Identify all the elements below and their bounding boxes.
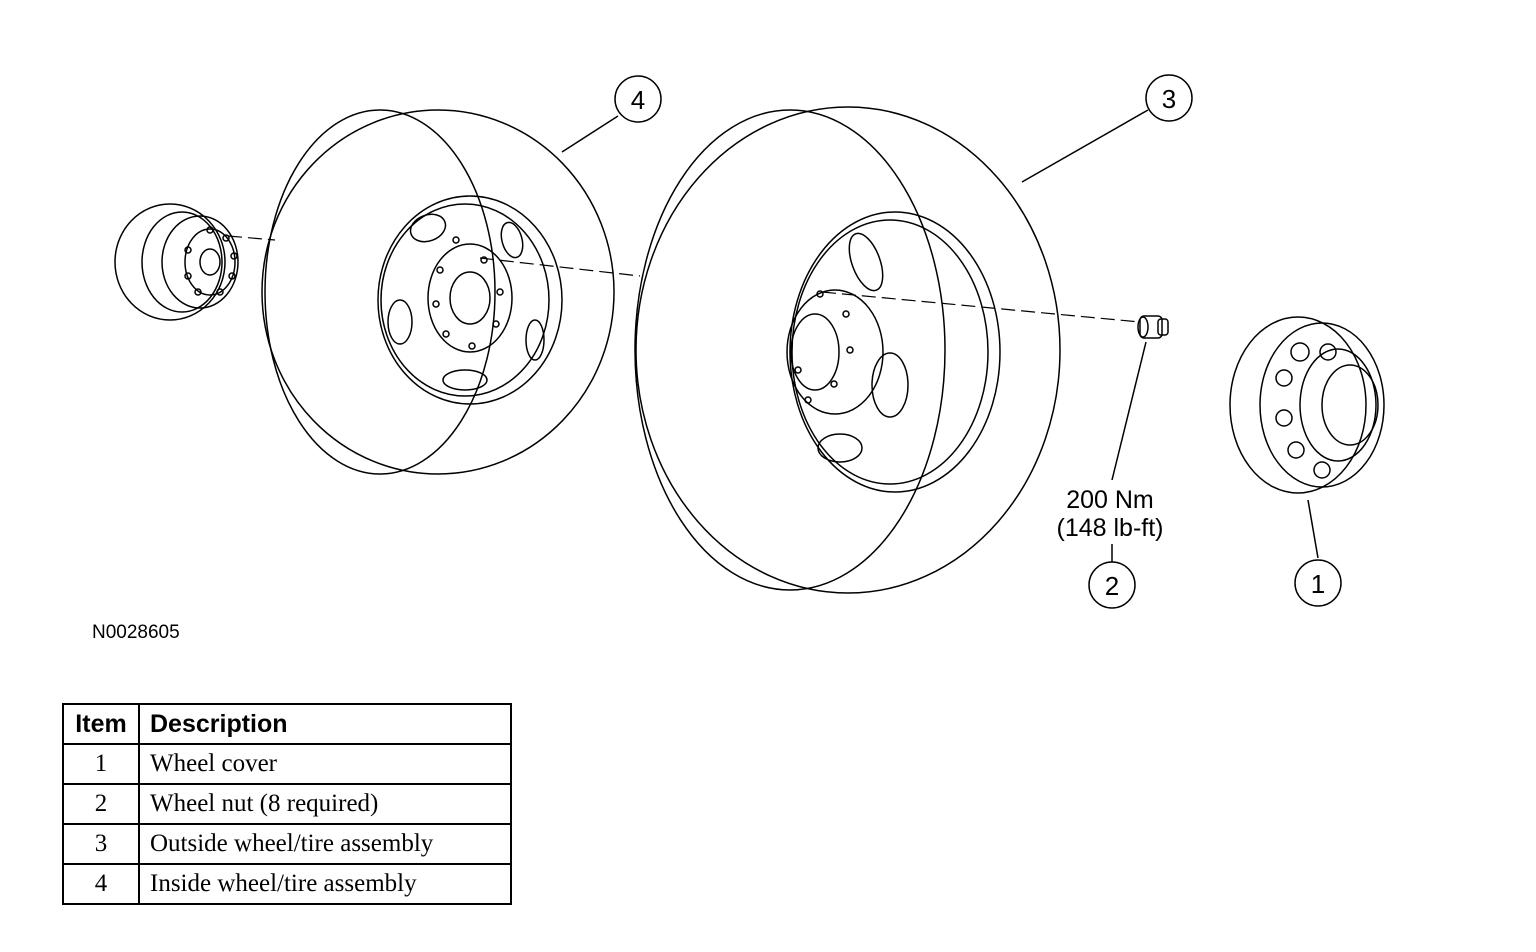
leader-lines: [561, 109, 1319, 562]
legend-table: Item Description 1 Wheel cover 2 Wheel n…: [62, 703, 512, 905]
legend-item-description: Wheel nut (8 required): [138, 783, 512, 825]
legend-header-item: Item: [62, 703, 140, 745]
legend-item-description: Inside wheel/tire assembly: [138, 863, 512, 905]
callout-1-circle: [1294, 559, 1342, 607]
callout-2-label: 2: [1105, 571, 1119, 601]
callout-3-label: 3: [1162, 84, 1176, 114]
alignment-lines: [227, 235, 1141, 323]
legend-header-description: Description: [138, 703, 512, 745]
legend-item-description: Outside wheel/tire assembly: [138, 823, 512, 865]
callout-1-label: 1: [1311, 569, 1325, 599]
callout-3-circle: [1145, 74, 1193, 122]
wheel-nut: [1137, 315, 1169, 339]
table-row: 1 Wheel cover: [62, 743, 512, 785]
callout-4-label: 4: [631, 85, 645, 115]
legend-item-number: 3: [62, 823, 140, 865]
legend-item-number: 1: [62, 743, 140, 785]
hub-illustration: [114, 203, 239, 321]
outside-wheel-tire: [634, 106, 1061, 594]
callout-4-circle: [614, 75, 662, 123]
table-row: 2 Wheel nut (8 required): [62, 783, 512, 825]
table-row: 3 Outside wheel/tire assembly: [62, 823, 512, 865]
legend-item-number: 4: [62, 863, 140, 905]
callout-2-circle: [1088, 561, 1136, 609]
legend-item-description: Wheel cover: [138, 743, 512, 785]
figure-id: N0028605: [92, 622, 180, 643]
torque-metric: 200 Nm: [1066, 486, 1154, 514]
inside-wheel-tire: [261, 109, 615, 475]
legend-item-number: 2: [62, 783, 140, 825]
legend-header-row: Item Description: [62, 703, 512, 745]
torque-imperial: (148 lb-ft): [1057, 514, 1164, 542]
table-row: 4 Inside wheel/tire assembly: [62, 863, 512, 905]
wheel-cover: [1229, 316, 1385, 494]
